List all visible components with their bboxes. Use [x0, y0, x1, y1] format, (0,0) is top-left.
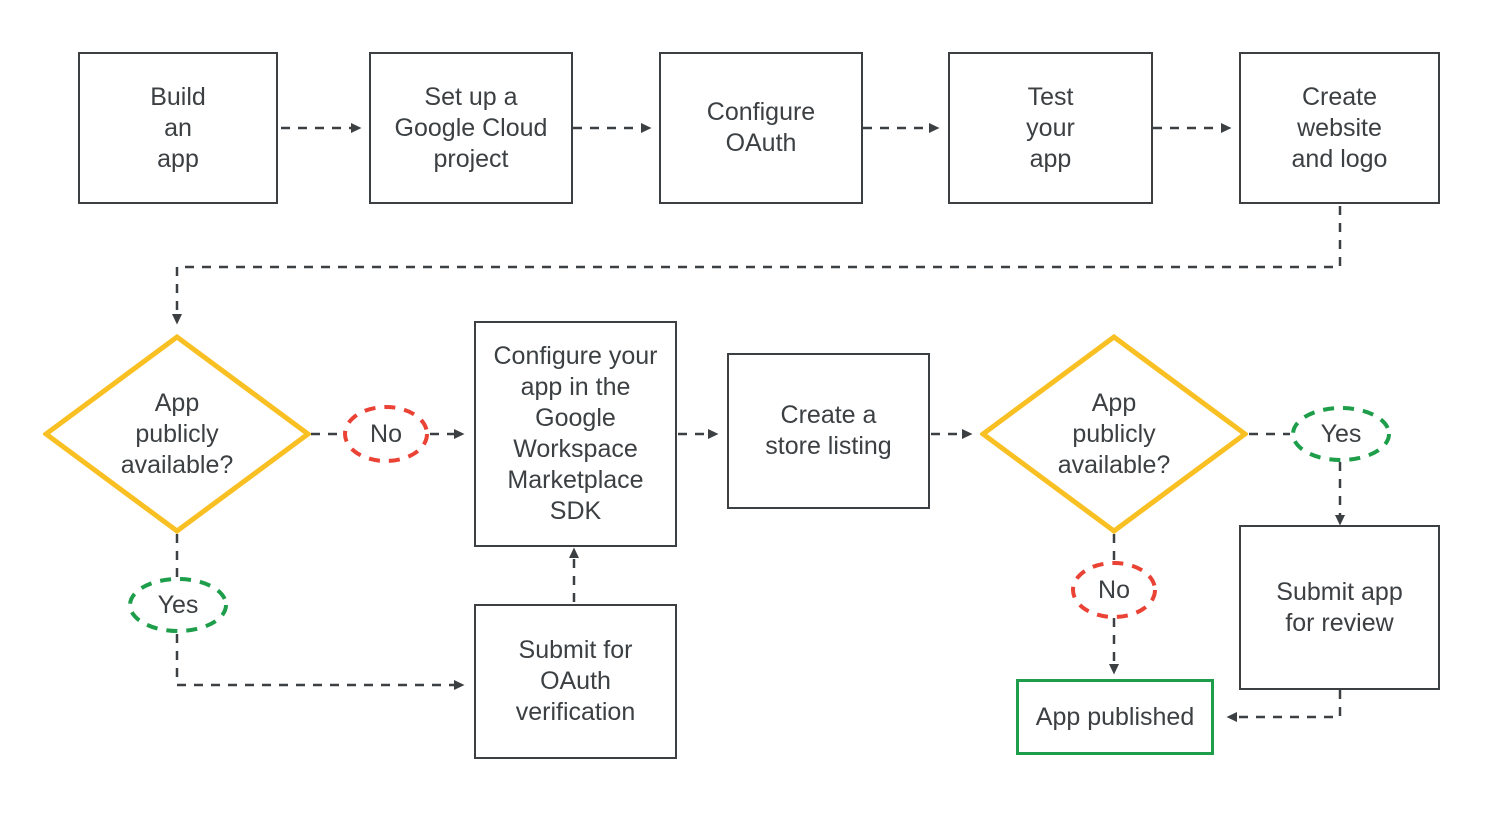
edge-label-no-2: No	[1070, 560, 1158, 620]
node-set-up-google-cloud-project[interactable]: Set up a Google Cloud project	[369, 52, 573, 204]
node-label: Set up a Google Cloud project	[394, 82, 548, 173]
node-create-a-store-listing[interactable]: Create a store listing	[727, 353, 930, 509]
node-label: Test your app	[1026, 82, 1075, 173]
node-app-publicly-available-2[interactable]: App publicly available?	[980, 334, 1248, 534]
edge-website-to-decision1	[172, 206, 1342, 325]
node-test-your-app[interactable]: Test your app	[948, 52, 1153, 204]
edge-submit-review-to-app-published	[1226, 690, 1342, 722]
pill-shape	[1291, 406, 1391, 462]
node-label: Create a store listing	[765, 401, 892, 460]
node-build-an-app[interactable]: Build an app	[78, 52, 278, 204]
node-label: Build an app	[150, 82, 206, 173]
diamond-shape	[43, 334, 311, 534]
node-submit-for-oauth-verification[interactable]: Submit for OAuth verification	[474, 604, 677, 759]
node-app-published[interactable]: App published	[1016, 679, 1214, 755]
node-label: Create website and logo	[1291, 82, 1388, 173]
node-label: App publicly available?	[120, 388, 234, 479]
node-label: Submit for OAuth verification	[515, 636, 636, 726]
edge-label-text: Yes	[1320, 419, 1362, 448]
edge-label-text: No	[370, 419, 402, 448]
node-label: Configure OAuth	[706, 98, 816, 157]
node-app-publicly-available-1[interactable]: App publicly available?	[43, 334, 311, 534]
edge-yes-to-submit-oauth	[175, 634, 465, 690]
node-label: App publicly available?	[1057, 388, 1171, 479]
node-label: Configure your app in the Google Workspa…	[493, 342, 658, 525]
node-submit-app-for-review[interactable]: Submit app for review	[1239, 525, 1440, 690]
pill-shape	[343, 405, 429, 463]
edge-label-text: Yes	[157, 590, 199, 619]
pill-shape	[128, 577, 228, 633]
edge-label-no-1: No	[342, 404, 430, 464]
edge-label-text: No	[1098, 575, 1130, 604]
edge-label-yes-1: Yes	[127, 576, 229, 634]
node-configure-oauth[interactable]: Configure OAuth	[659, 52, 863, 204]
diamond-shape	[980, 334, 1248, 534]
node-create-website-and-logo[interactable]: Create website and logo	[1239, 52, 1440, 204]
node-label: App published	[1035, 702, 1195, 731]
pill-shape	[1071, 561, 1157, 619]
node-label: Submit app for review	[1276, 577, 1403, 637]
edge-label-yes-2: Yes	[1290, 405, 1392, 463]
node-configure-app-in-marketplace-sdk[interactable]: Configure your app in the Google Workspa…	[474, 321, 677, 547]
